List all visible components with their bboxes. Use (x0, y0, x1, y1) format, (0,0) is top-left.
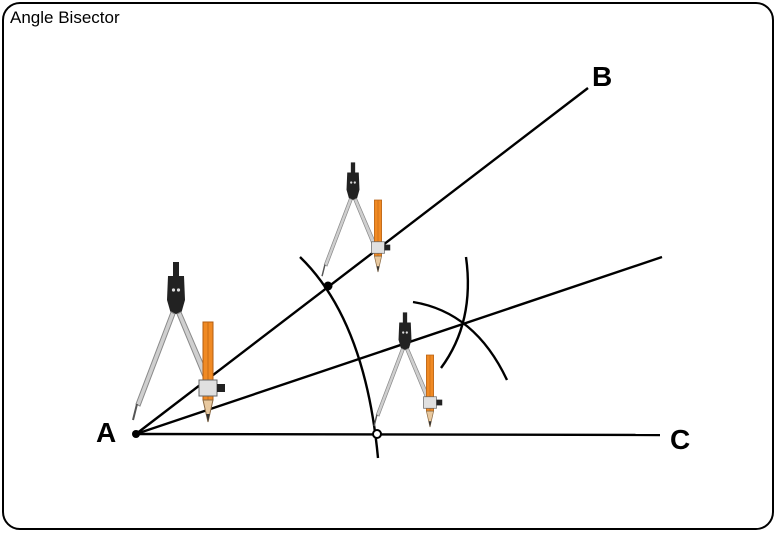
intersection-on-ab (323, 281, 333, 291)
pencil-icon (423, 354, 443, 428)
diagram-frame (2, 2, 774, 530)
point-a-dot (132, 430, 140, 438)
ray-ac (135, 432, 661, 437)
bisector-ray (135, 255, 663, 436)
label-b: B (592, 61, 612, 92)
intersection-on-ac (372, 429, 382, 439)
compass-icon (321, 161, 380, 277)
label-a: A (96, 417, 116, 448)
pencil-icon (371, 199, 391, 273)
diagram-title: Angle Bisector (10, 8, 120, 27)
arc-from-b-intersection (440, 256, 470, 369)
compass-icon (373, 311, 432, 427)
label-c: C (670, 424, 690, 455)
arc-from-c-intersection (412, 300, 509, 381)
pencil-icon (198, 321, 225, 423)
